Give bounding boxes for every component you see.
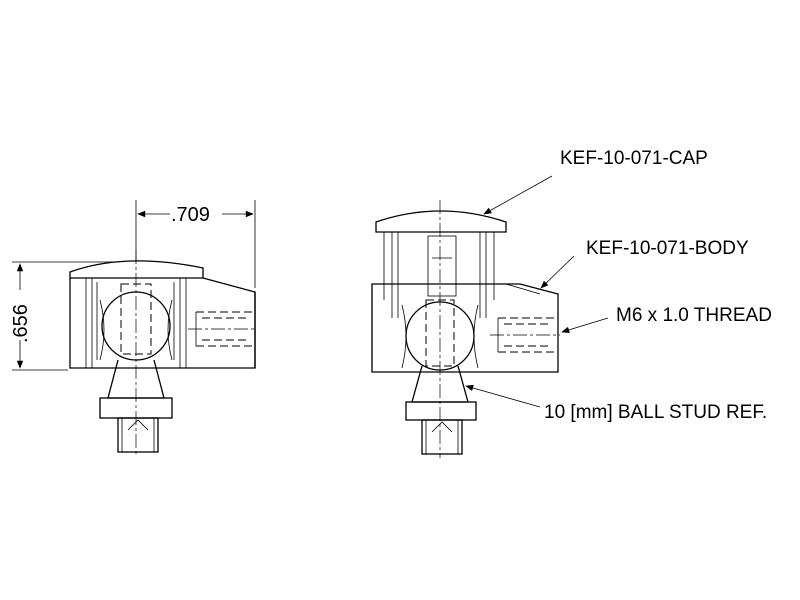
- callout-thread: M6 x 1.0 THREAD: [561, 305, 772, 333]
- callout-cap: KEF-10-071-CAP: [483, 148, 708, 215]
- dimension-width: .709: [135, 200, 256, 288]
- left-view: [69, 250, 256, 455]
- callout-stud: 10 [mm] BALL STUD REF.: [465, 384, 767, 423]
- height-dimension-text: .656: [10, 304, 32, 343]
- width-dimension-text: .709: [171, 204, 210, 226]
- thread-label: M6 x 1.0 THREAD: [616, 305, 772, 326]
- cap-label: KEF-10-071-CAP: [560, 148, 708, 169]
- right-view: [371, 200, 560, 458]
- body-label: KEF-10-071-BODY: [586, 238, 749, 259]
- stud-label: 10 [mm] BALL STUD REF.: [544, 402, 767, 423]
- dimension-height: .656: [10, 261, 118, 371]
- callout-body: KEF-10-071-BODY: [540, 238, 749, 289]
